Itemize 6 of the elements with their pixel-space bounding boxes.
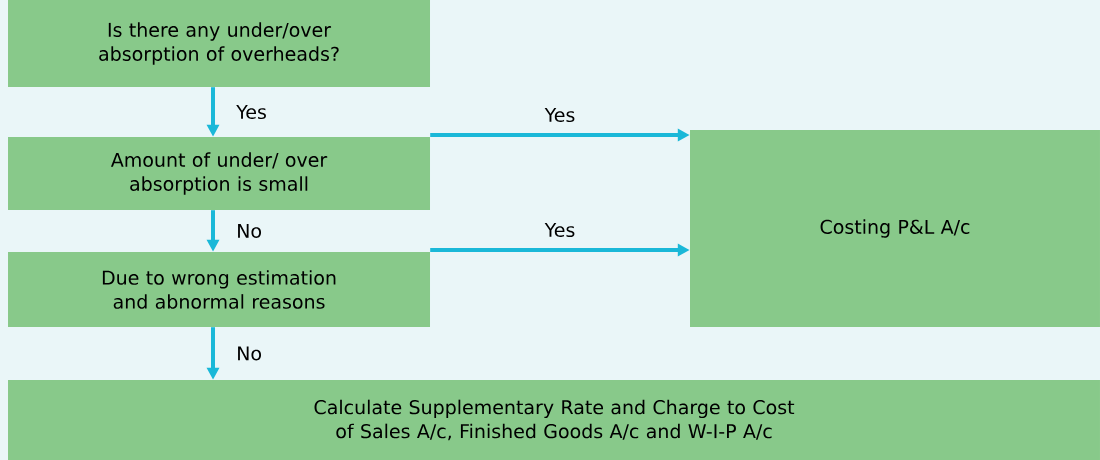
process-box: Due to wrong estimation and abnormal reasons: [8, 252, 430, 327]
process-box: Is there any under/over absorption of overheads?: [8, 0, 430, 87]
process-box: Costing P&L A/c: [690, 130, 1100, 327]
process-box: Amount of under/ over absorption is small: [8, 137, 430, 210]
process-box: Calculate Supplementary Rate and Charge to Cost of Sales A/c, Finished Goods A/c and W-I-P A/c: [8, 380, 1100, 460]
edge-label: No: [235, 345, 264, 362]
